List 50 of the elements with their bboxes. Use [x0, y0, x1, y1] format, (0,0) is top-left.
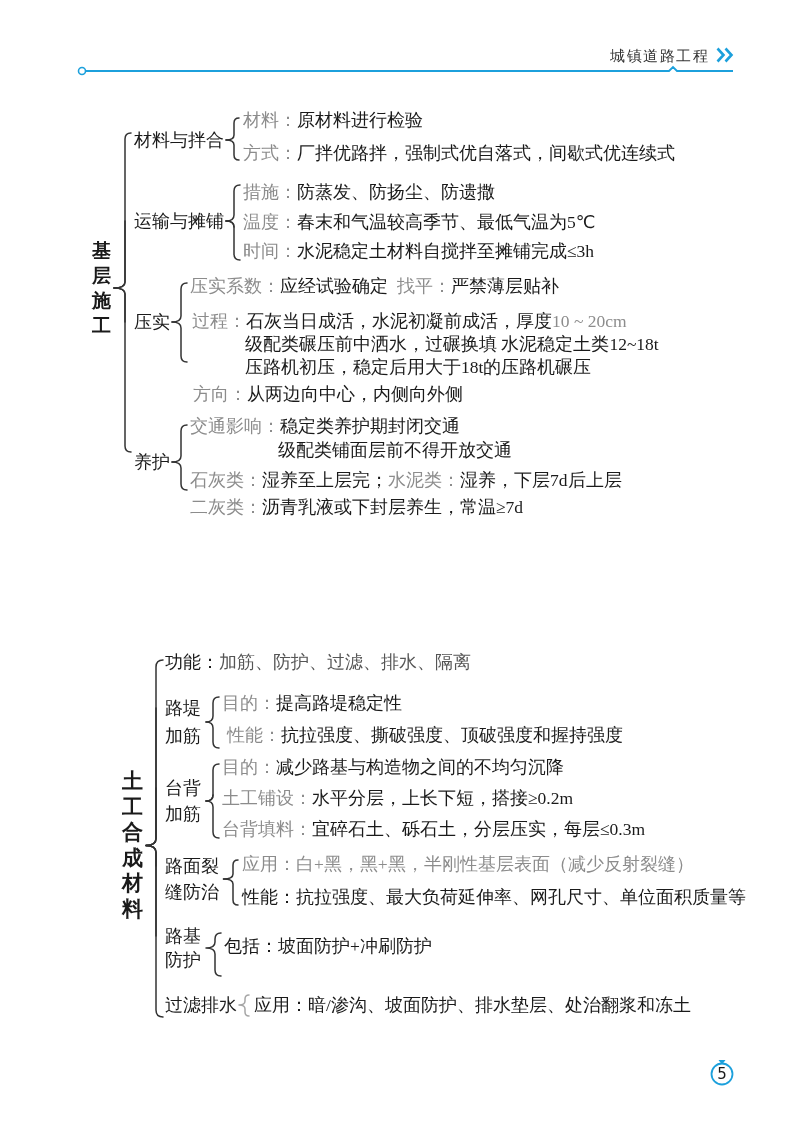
curly-brace [225, 220, 241, 261]
note-text: 方式：厂拌优路拌，强制式优自落式，间歇式优连续式 [243, 142, 675, 164]
note-text: 时间：水泥稳定土材料自搅拌至摊铺完成≤3h [243, 240, 595, 262]
note-text: 过程：石灰当日成活，水泥初凝前成活，厚度10 ~ 20cm 级配类碾压前中洒水，过碾换填 水泥稳定土类12~18t 压路机初压，稳定后用大于18t的压路机碾压 [192, 309, 659, 379]
curly-brace [171, 461, 188, 491]
note-key: 二灰类： [190, 496, 262, 518]
vertical-title: 土工合成材料 [122, 769, 144, 922]
curly-brace [205, 932, 222, 977]
branch-label: 运输与摊铺 [134, 210, 224, 232]
note-text: 从两边向中心，内侧向外侧 [247, 383, 463, 405]
note-text: 目的：减少路基与构造物之间的不均匀沉降 [222, 756, 564, 778]
branch-label: 路基防护 [165, 924, 204, 972]
note-text: 沥青乳液或下封层养生，常温≥7d [262, 496, 524, 518]
branch-label: 材料与拌合 [134, 129, 224, 151]
curly-brace [205, 721, 220, 749]
curly-brace [205, 794, 214, 802]
curly-brace [225, 184, 241, 222]
header-title: 城镇道路工程 [610, 47, 709, 66]
branch-label: 过滤排水 [165, 994, 237, 1016]
note-text: 温度：春末和气温较高季节、最低气温为5℃ [243, 211, 596, 233]
note-text: 性能：抗拉强度、最大负荷延伸率、网孔尺寸、单位面积质量等 [242, 886, 746, 908]
vertical-title: 基层施工 [92, 238, 112, 338]
curly-brace [145, 844, 164, 1018]
note-key: 方向： [193, 383, 247, 405]
note-text: 功能：加筋、防护、过滤、排水、隔离 [165, 651, 471, 673]
page-number: 5 [716, 1064, 728, 1085]
curly-brace [205, 696, 220, 723]
curly-brace [238, 994, 250, 1017]
branch-label: 台背加筋 [165, 775, 204, 827]
note-text: 包括：坡面防护+冲刷防护 [224, 935, 432, 957]
note-text: 性能：抗拉强度、撕破强度、顶破强度和握持强度 [227, 724, 623, 746]
branch-label: 养护 [134, 451, 170, 473]
branch-label: 压实 [134, 311, 170, 333]
curly-brace [222, 878, 239, 906]
note-text: 交通影响：稳定类养护期封闭交通 级配类铺面层前不得开放交通 [190, 414, 512, 462]
note-text: 目的：提高路堤稳定性 [222, 692, 402, 714]
note-text: 石灰类：湿养至上层完；水泥类：湿养，下层7d后上层 [190, 469, 622, 491]
curly-brace [113, 287, 132, 453]
branch-label: 路面裂缝防治 [165, 853, 222, 905]
branch-label: 路堤加筋 [165, 694, 204, 750]
curly-brace [171, 321, 188, 363]
note-text: 土工铺设：水平分层，上长下短，搭接≥0.2m [222, 787, 574, 809]
note-text: 材料：原材料进行检验 [243, 109, 423, 131]
note-text: 措施：防蒸发、防扬尘、防遗撒 [243, 181, 495, 203]
note-text: 压实系数：应经试验确定 找平：严禁薄层贴补 [190, 275, 559, 297]
curly-brace [205, 800, 220, 839]
note-text: 应用：白+黑，黑+黑，半刚性基层表面（减少反射裂缝） [242, 853, 694, 875]
curly-brace [225, 139, 240, 161]
note-text: 应用：暗/渗沟、坡面防护、排水垫层、处治翻浆和冻土 [254, 994, 691, 1016]
note-text: 台背填料：宜碎石土、砾石土，分层压实，每层≤0.3m [222, 818, 646, 840]
